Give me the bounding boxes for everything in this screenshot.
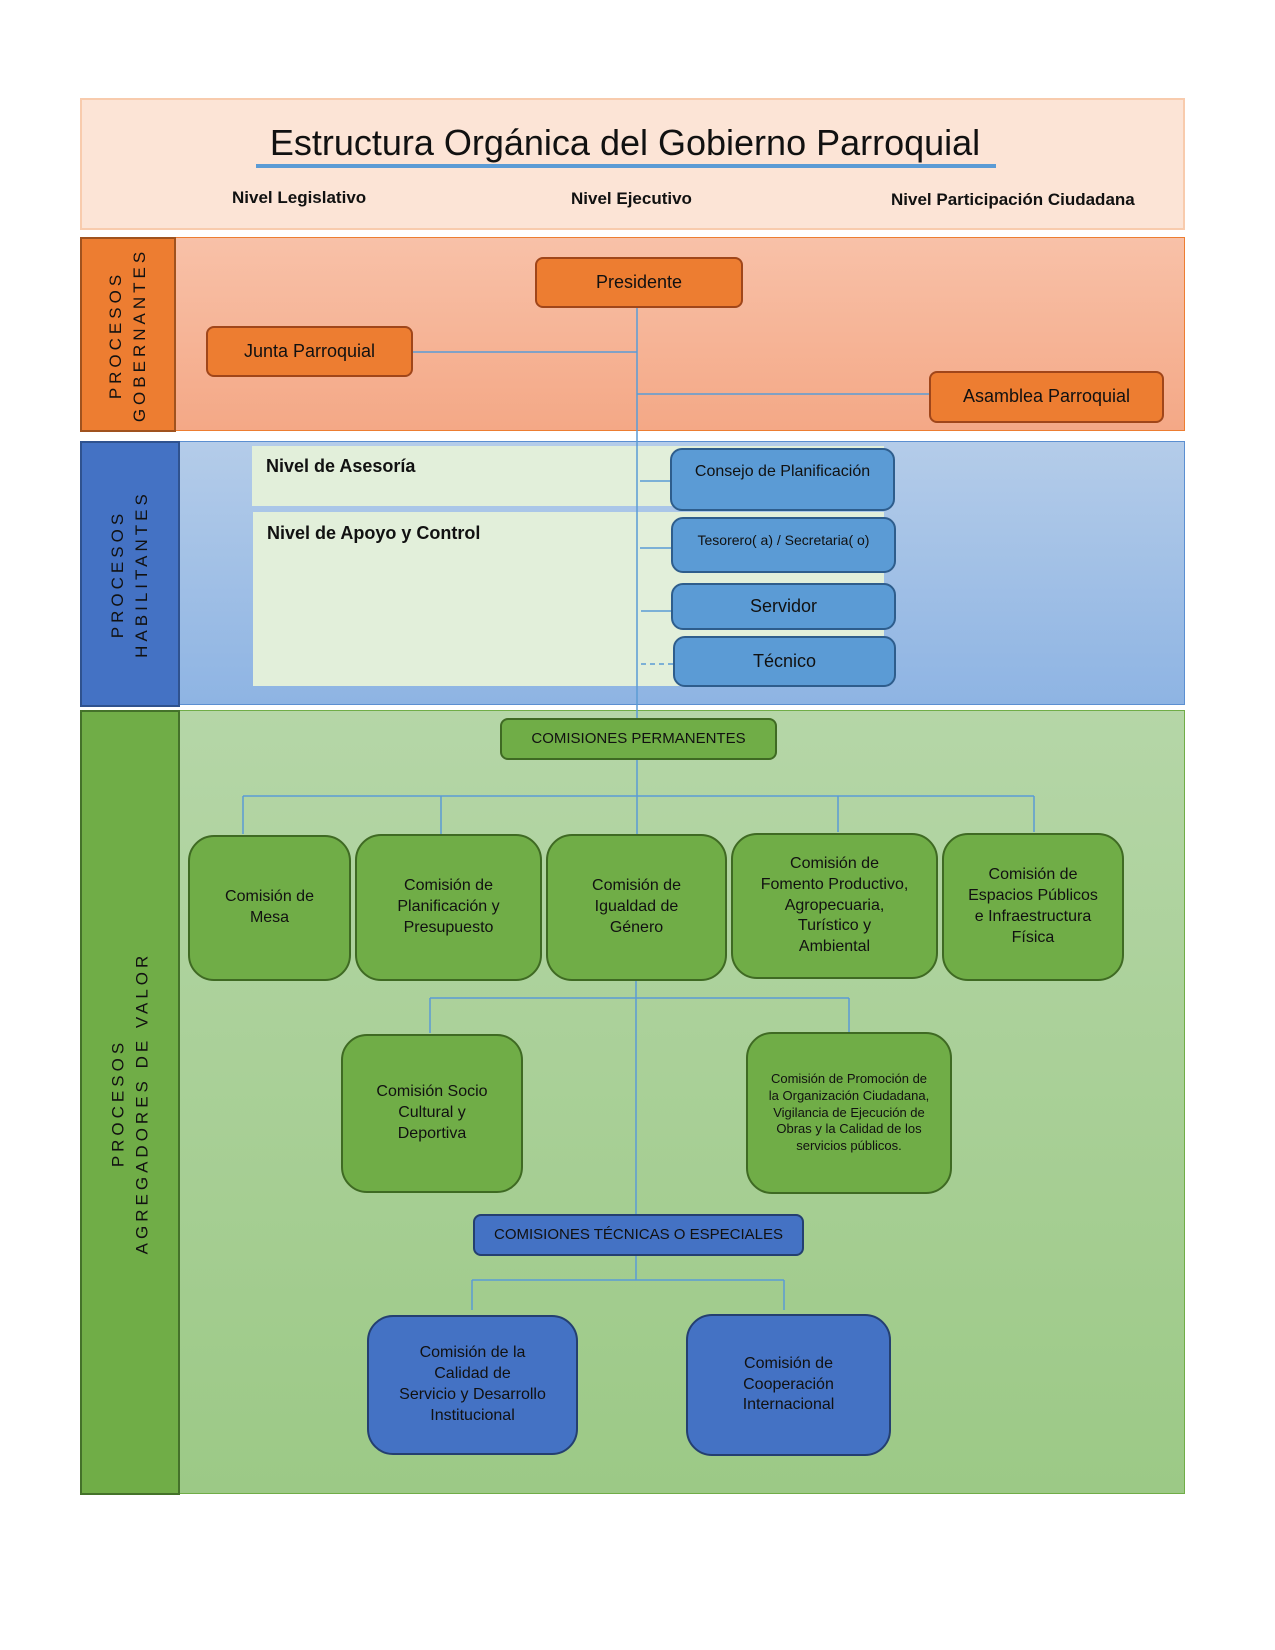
side-label-governing: PROCESOS GOBERNANTES [80,237,176,432]
node-president[interactable]: Presidente [535,257,743,308]
node-comision-mesa[interactable]: Comisión de Mesa [188,835,351,981]
page-title: Estructura Orgánica del Gobierno Parroqu… [269,122,981,163]
side-label-line1: PROCESOS [108,509,127,639]
side-label-value-adding: PROCESOS AGREGADORES DE VALOR [80,710,180,1495]
node-comision-planificacion[interactable]: Comisión de Planificación y Presupuesto [355,834,542,981]
level-executive: Nivel Ejecutivo [571,189,692,208]
support-label: Nivel de Apoyo y Control [267,523,481,543]
side-label-line2: HABILITANTES [132,490,151,658]
title-underline [256,164,996,168]
node-comision-cooperacion[interactable]: Comisión de Cooperación Internacional [686,1314,891,1456]
level-participation: Nivel Participación Ciudadana [891,190,1135,209]
node-consejo-planificacion[interactable]: Consejo de Planificación [670,448,895,511]
node-comision-calidad-servicio[interactable]: Comisión de la Calidad de Servicio y Des… [367,1315,578,1455]
node-comision-espacios[interactable]: Comisión de Espacios Públicos e Infraest… [942,833,1124,981]
band-value-adding [80,710,1185,1494]
node-comision-fomento[interactable]: Comisión de Fomento Productivo, Agropecu… [731,833,938,979]
node-comisiones-permanentes[interactable]: COMISIONES PERMANENTES [500,718,777,760]
node-comision-promocion[interactable]: Comisión de Promoción de la Organización… [746,1032,952,1194]
side-label-line2: AGREGADORES DE VALOR [132,951,152,1254]
side-label-line2: GOBERNANTES [130,247,150,422]
side-label-line1: PROCESOS [108,1038,128,1167]
node-comisiones-tecnicas[interactable]: COMISIONES TÉCNICAS O ESPECIALES [473,1214,804,1256]
node-junta-parroquial[interactable]: Junta Parroquial [206,326,413,377]
node-servidor[interactable]: Servidor [671,583,896,630]
side-label-line1: PROCESOS [106,270,126,399]
side-label-enabling: PROCESOS HABILITANTES [80,441,180,707]
node-asamblea-parroquial[interactable]: Asamblea Parroquial [929,371,1164,423]
node-tesorero-secretaria[interactable]: Tesorero( a) / Secretaria( o) [671,517,896,573]
node-tecnico[interactable]: Técnico [673,636,896,687]
node-comision-igualdad[interactable]: Comisión de Igualdad de Género [546,834,727,981]
node-comision-socio-cultural[interactable]: Comisión Socio Cultural y Deportiva [341,1034,523,1193]
advisory-label: Nivel de Asesoría [266,456,416,476]
level-legislative: Nivel Legislativo [232,188,367,207]
